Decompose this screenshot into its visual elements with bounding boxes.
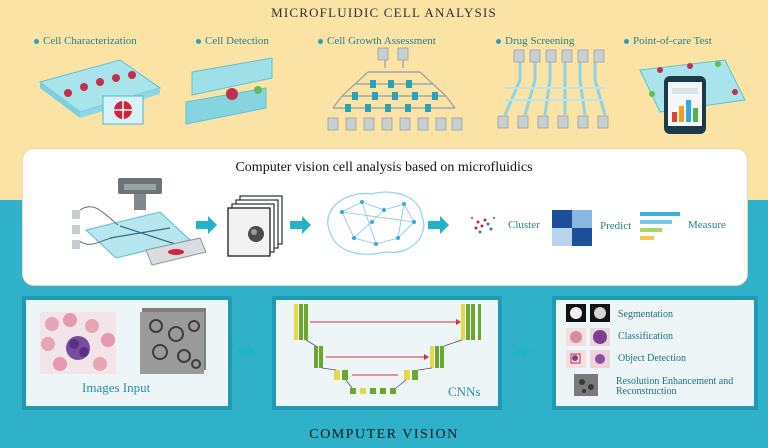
chip-characterization-icon (38, 59, 162, 125)
cluster-label: Cluster (508, 219, 540, 231)
app-label-drug-screening: Drug Screening (496, 35, 574, 47)
chip-detection-icon (185, 57, 273, 125)
growth-outlets-icon (327, 47, 463, 131)
app-label-text: Cell Characterization (43, 35, 137, 47)
classification-label: Classification (618, 331, 673, 342)
classification-thumbnails-icon (566, 328, 610, 346)
growth-chambers-icon (345, 80, 438, 112)
brain-nodes-icon (340, 200, 416, 246)
pipeline-arrows-icon (196, 216, 449, 234)
resolution-thumbnail-icon (574, 374, 598, 396)
cnn-label: CNNs (448, 384, 481, 399)
chip-growth-tree-icon (332, 58, 456, 109)
microscope-setup-icon (72, 178, 207, 266)
blood-smear-image-icon (40, 312, 116, 374)
app-label-text: Drug Screening (505, 35, 575, 47)
object-detection-label: Object Detection (618, 353, 687, 364)
bullet-icon (496, 38, 501, 44)
bullet-icon (624, 38, 629, 44)
cv-panel-title: Computer vision cell analysis based on m… (235, 160, 533, 175)
app-label-cell-characterization: Cell Characterization (34, 35, 137, 47)
images-input-label: Images Input (82, 380, 151, 395)
object-detection-thumbnails-icon (566, 350, 610, 368)
app-label-text: Cell Detection (205, 35, 269, 47)
image-stack-icon (227, 195, 283, 257)
resolution-enhancement-label: Resolution Enhancement and Reconstructio… (616, 376, 734, 397)
predict-label: Predict (600, 220, 632, 232)
application-illustrations (38, 47, 746, 134)
app-label-text: Point-of-care Test (633, 35, 712, 47)
bullet-icon (34, 38, 39, 44)
segmentation-thumbnails-icon (566, 304, 610, 322)
bullet-icon (196, 38, 201, 44)
unet-architecture-icon (294, 304, 481, 394)
measure-bars-icon (640, 212, 680, 240)
cv-pipeline-illustration (72, 178, 680, 266)
chip-point-of-care-icon (639, 59, 746, 134)
app-label-point-of-care: Point-of-care Test (624, 35, 712, 47)
cluster-scatter-icon (470, 216, 496, 234)
app-label-text: Cell Growth Assessment (327, 35, 436, 47)
predict-matrix-icon (552, 210, 592, 246)
bottom-illustrations (40, 304, 610, 396)
drug-screening-ports-icon (497, 49, 609, 129)
header-title: MICROFLUIDIC CELL ANALYSIS (271, 5, 497, 20)
bullet-icon (318, 38, 323, 44)
chip-drug-screening-icon (503, 62, 607, 116)
footer-title: COMPUTER VISION (309, 427, 459, 442)
measure-label: Measure (688, 219, 726, 231)
bottom-arrows-icon (238, 342, 531, 360)
app-label-cell-detection: Cell Detection (196, 35, 269, 47)
segmentation-label: Segmentation (618, 309, 673, 320)
app-label-cell-growth: Cell Growth Assessment (318, 35, 436, 47)
microscopy-texture-icon (140, 308, 206, 374)
